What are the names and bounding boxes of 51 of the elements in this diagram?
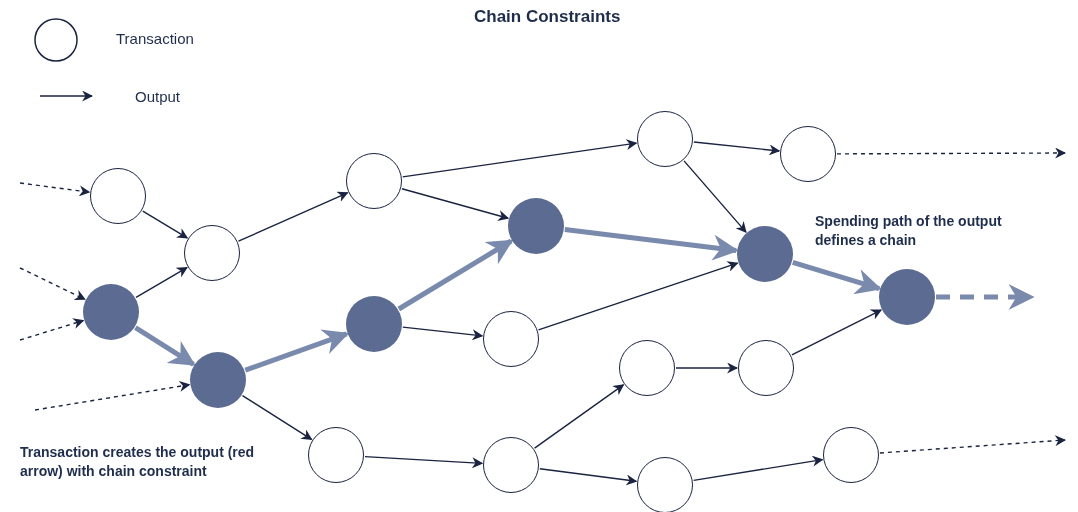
arrow <box>693 141 781 156</box>
arrow <box>683 160 747 233</box>
arrow <box>237 191 349 242</box>
dashed-arrow <box>879 435 1067 454</box>
arrow <box>537 261 739 331</box>
arrow <box>791 309 883 356</box>
transaction-circle <box>823 427 879 483</box>
arrow <box>402 139 638 178</box>
transaction-circle <box>619 340 675 396</box>
transaction-circle <box>637 111 693 167</box>
arrow <box>241 394 313 441</box>
arrow <box>675 362 739 374</box>
thick-arrow <box>564 227 739 261</box>
thick-arrow <box>244 329 350 373</box>
transaction-circle <box>483 311 539 367</box>
dashed-arrow <box>34 380 191 411</box>
transaction-circle <box>780 126 836 182</box>
filled-transaction-circle <box>346 296 402 352</box>
arrow <box>401 188 510 221</box>
arrow <box>692 455 824 482</box>
transaction-circle <box>90 168 146 224</box>
arrow <box>142 210 189 239</box>
arrow <box>533 384 625 449</box>
filled-transaction-circle <box>190 352 246 408</box>
dashed-arrow <box>19 182 91 197</box>
filled-transaction-circle <box>737 226 793 282</box>
transaction-circle <box>738 340 794 396</box>
arrow <box>402 326 484 341</box>
dashed-arrow <box>936 284 1035 310</box>
legend-label: Output <box>135 88 181 105</box>
thick-arrow <box>397 238 514 312</box>
filled-transaction-circle <box>83 284 139 340</box>
dashed-arrow <box>836 147 1067 159</box>
dashed-arrow <box>19 267 86 301</box>
arrow <box>539 468 638 486</box>
transaction-circle <box>346 153 402 209</box>
filled-transaction-circle <box>879 269 935 325</box>
legend-label: Transaction <box>116 30 194 47</box>
thick-arrow <box>792 260 882 295</box>
annotation-text: Spending path of the output defines a chain <box>815 212 1003 250</box>
transaction-circle <box>308 427 364 483</box>
transaction-circle <box>637 457 693 512</box>
thick-arrow <box>134 325 196 367</box>
filled-transaction-circle <box>508 198 564 254</box>
dashed-arrow <box>19 318 85 341</box>
diagram-title: Chain Constraints <box>474 7 621 27</box>
annotation-text: Transaction creates the output (red arrow) with chain constraint <box>20 443 256 481</box>
transaction-circle <box>184 225 240 281</box>
transaction-circle <box>483 437 539 493</box>
arrow <box>135 266 188 299</box>
arrow <box>364 455 484 469</box>
